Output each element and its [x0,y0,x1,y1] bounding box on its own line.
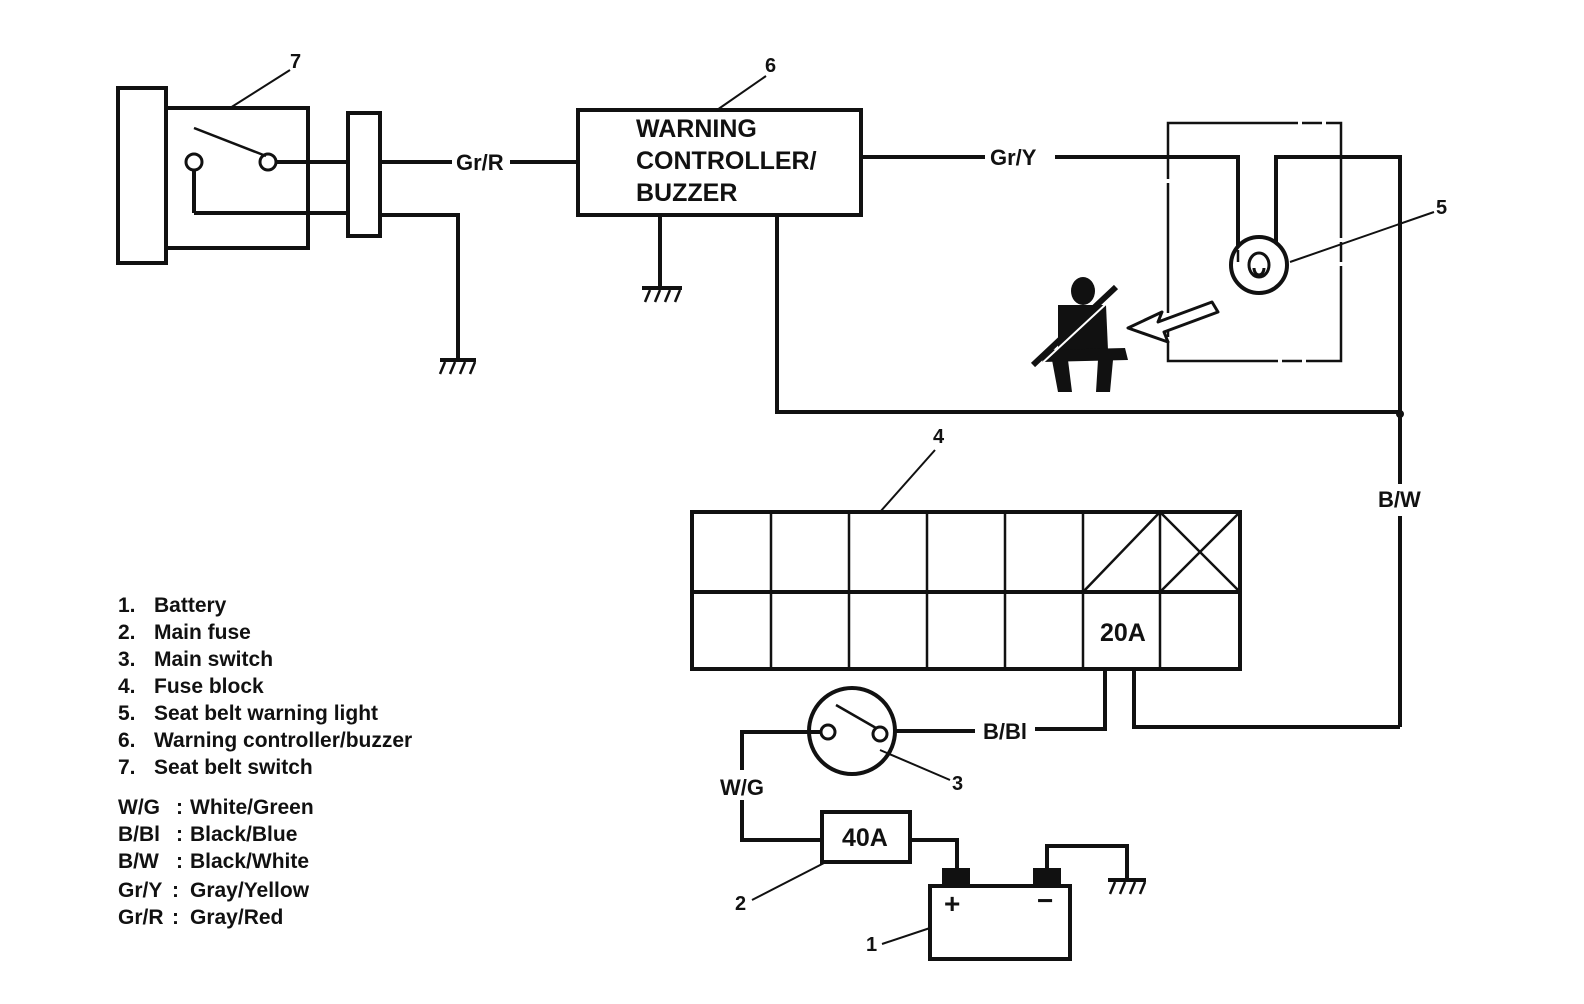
callout-3: 3 [879,749,963,795]
legend-parts: 1. Battery 2. Main fuse 3. Main switch 4… [118,594,412,779]
callout-7: 7 [229,51,301,109]
legend-part-num: 4. [118,675,136,698]
wire-label-b-w: B/W [1378,487,1421,512]
legend-color-code: B/W [118,850,159,873]
svg-text:1: 1 [866,934,877,956]
ground-switch [380,213,477,375]
legend-colors: W/G : White/Green B/Bl : Black/Blue B/W … [118,796,314,929]
callout-5: 5 [1289,197,1447,263]
main-switch [807,686,897,776]
controller-line-1: WARNING [636,115,757,143]
legend-part-num: 5. [118,702,136,725]
main-fuse: 40A [820,810,912,864]
switch-connector [346,111,382,238]
callout-1: 1 [866,927,931,956]
seat-belt-switch [116,86,348,265]
legend-part-label: Seat belt switch [154,756,313,779]
seat-belt-person-icon [1030,277,1128,392]
legend-color-label: Gray/Yellow [190,879,310,902]
legend-color-label: Black/White [190,850,309,873]
legend-part-label: Fuse block [154,675,264,698]
svg-text:2: 2 [735,893,746,915]
svg-text:3: 3 [952,773,963,795]
battery-plus: + [944,888,960,919]
legend-color-code: B/Bl [118,823,160,846]
legend-color-label: Gray/Red [190,906,283,929]
svg-text:5: 5 [1436,197,1447,219]
battery: + − [928,868,1072,961]
legend-part-label: Main switch [154,648,273,671]
legend-color-label: Black/Blue [190,823,297,846]
callout-4: 4 [879,426,945,513]
legend-color-code: Gr/Y [118,879,162,902]
callout-6: 6 [716,55,776,111]
svg-text:7: 7 [290,51,301,73]
fuse-block-rating: 20A [1100,619,1146,647]
main-fuse-rating: 40A [842,824,888,852]
legend-color-code: Gr/R [118,906,164,929]
legend-color-sep: : [172,906,179,929]
controller-line-2: CONTROLLER/ [636,147,817,175]
wire-label-gr-r: Gr/R [456,150,504,175]
legend-color-sep: : [176,850,183,873]
ground-controller [642,215,682,303]
wire-label-gr-y: Gr/Y [990,145,1037,170]
fuse-block: 20A [690,510,1242,671]
legend-color-label: White/Green [190,796,314,819]
controller-line-3: BUZZER [636,179,737,207]
ground-battery [1045,844,1147,895]
legend-color-code: W/G [118,796,160,819]
callout-2: 2 [735,861,827,915]
legend-part-num: 6. [118,729,136,752]
legend-color-sep: : [172,879,179,902]
arrow-icon [1126,300,1220,344]
wire-label-w-g: W/G [720,775,764,800]
legend-part-num: 1. [118,594,136,617]
svg-text:6: 6 [765,55,776,77]
legend-part-num: 3. [118,648,136,671]
legend-color-sep: : [176,796,183,819]
legend-part-num: 7. [118,756,136,779]
legend-color-sep: : [176,823,183,846]
legend-part-label: Seat belt warning light [154,702,378,725]
legend-part-label: Main fuse [154,621,251,644]
legend-part-num: 2. [118,621,136,644]
legend-part-label: Battery [154,594,227,617]
svg-text:4: 4 [933,426,945,448]
wire-label-b-bl: B/Bl [983,719,1027,744]
seat-belt-warning-light [1166,121,1402,412]
legend-part-label: Warning controller/buzzer [154,729,412,752]
warning-controller-buzzer: WARNING CONTROLLER/ BUZZER [576,108,863,217]
legend: 1. Battery 2. Main fuse 3. Main switch 4… [118,594,412,929]
battery-minus: − [1037,885,1053,916]
